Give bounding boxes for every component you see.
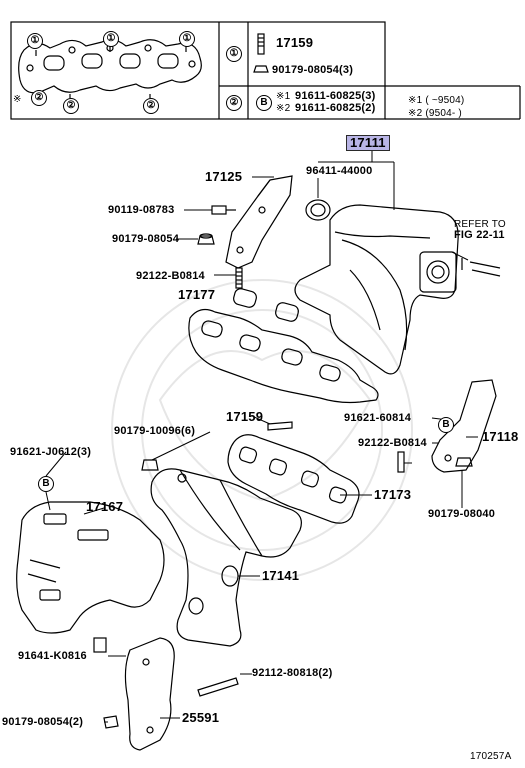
part-label-17125: 17125 <box>205 169 243 184</box>
heat-insulator-shape <box>16 501 165 634</box>
legend-star2-prefix: ※2 <box>276 103 291 114</box>
part-label-17111: 17111 <box>346 135 390 151</box>
legend-part-91611-2: 91611-60825(2) <box>295 102 376 114</box>
part-label-91641-k0816: 91641-K0816 <box>18 650 87 662</box>
legend-gasket-marker-2c: ② <box>143 98 159 114</box>
legend-circle-2: ② <box>226 95 242 111</box>
nut-90179-08040 <box>455 457 473 467</box>
figure-id: 170257A <box>470 751 512 762</box>
bracket-17125-shape <box>225 175 293 269</box>
bolt-91641 <box>93 637 107 653</box>
legend-star1-prefix: ※1 <box>276 91 291 102</box>
legend-box <box>10 21 521 120</box>
part-label-92122-b0814: 92122-B0814 <box>136 270 205 282</box>
part-label-17159: 17159 <box>226 409 264 424</box>
bracket-25591-shape <box>124 637 175 751</box>
legend-part-91611-3: 91611-60825(3) <box>295 90 376 102</box>
legend-gasket-marker-1c: ① <box>179 31 195 47</box>
legend-gasket-marker-2b: ② <box>63 98 79 114</box>
legend-circle-1: ① <box>226 46 242 62</box>
stud-92122-b <box>397 451 405 473</box>
part-label-96411-44000: 96411-44000 <box>306 165 373 177</box>
legend-range-2: ※2 (9504- ) <box>408 108 462 119</box>
part-label-17177: 17177 <box>178 287 216 302</box>
bolt-90119 <box>211 205 236 215</box>
part-label-90179-08040: 90179-08040 <box>428 508 496 520</box>
part-label-17141: 17141 <box>262 568 300 583</box>
stud-92112 <box>197 677 239 697</box>
part-label-92122-b0814-2: 92122-B0814 <box>358 437 427 449</box>
nut-90179-08054-2 <box>103 715 119 729</box>
nut-90179-10096 <box>141 459 159 471</box>
legend-part-90179-08054-3: 90179-08054(3) <box>272 64 354 76</box>
part-label-92112-80818-2: 92112-80818(2) <box>252 667 333 679</box>
legend-asterisk: ※ <box>13 94 22 105</box>
exhaust-manifold-shape <box>150 468 302 647</box>
part-label-90179-08054-2: 90179-08054(2) <box>2 716 84 728</box>
part-label-90119-08783: 90119-08783 <box>108 204 175 216</box>
refer-to-label: REFER TO <box>454 219 506 230</box>
legend-gasket-marker-1b: ① <box>103 31 119 47</box>
exhaust-gasket-shape <box>227 434 360 524</box>
part-label-25591: 25591 <box>182 710 220 725</box>
nut-90179-08054 <box>197 233 215 245</box>
legend-range-1: ※1 ( ~9504) <box>408 95 465 106</box>
part-label-91621-j0612-3: 91621-J0612(3) <box>10 446 92 458</box>
part-label-17173: 17173 <box>374 487 412 502</box>
intake-manifold-shape <box>294 204 501 375</box>
bracket-17118-shape <box>431 379 497 473</box>
part-label-17118: 17118 <box>482 429 519 444</box>
legend-gasket-shape <box>18 39 202 94</box>
fig-22-11-label: FIG 22-11 <box>454 229 505 241</box>
part-label-90179-10096-6: 90179-10096(6) <box>114 425 196 437</box>
leader-lines <box>45 150 478 723</box>
part-label-17167: 17167 <box>86 499 124 514</box>
part-label-91621-60814: 91621-60814 <box>344 412 412 424</box>
legend-gasket-marker-1a: ① <box>27 33 43 49</box>
stud-92122 <box>235 267 243 289</box>
fastener-b-marker-2: B <box>38 476 54 492</box>
legend-part-17159: 17159 <box>276 35 314 50</box>
o-ring-96411 <box>305 199 331 221</box>
legend-circle-b: B <box>256 95 272 111</box>
fastener-b-marker-1: B <box>438 417 454 433</box>
part-label-90179-08054: 90179-08054 <box>112 233 180 245</box>
legend-gasket-marker-2a: ② <box>31 90 47 106</box>
stud-17159 <box>267 421 293 431</box>
intake-gasket-shape <box>188 288 379 404</box>
